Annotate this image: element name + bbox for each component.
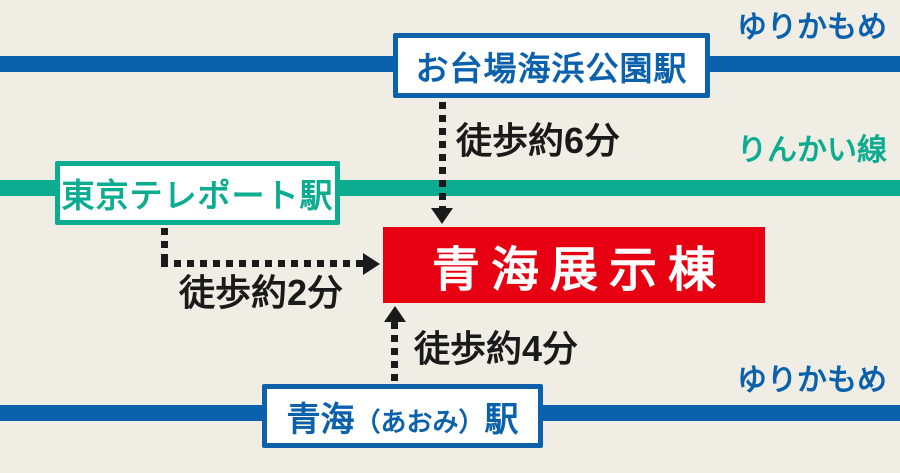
station-box-odaiba-kaihinkoen: お台場海浜公園駅 [393,33,710,98]
station-box-aomi: 青海（あおみ）駅 [262,384,543,448]
venue-box: 青海展示棟 [383,227,765,303]
walk-time-label-aomi: 徒歩約4分 [414,328,579,369]
arrowhead-up-icon [384,306,406,322]
station-name-aomi-suffix: 駅 [484,400,519,439]
walk-route-dotted-line-aomi [391,322,398,382]
walk-route-dotted-line-teleport-horizontal [161,260,363,267]
station-name-aomi-reading: （あおみ） [354,406,485,437]
venue-name: 青海展示棟 [431,244,727,297]
station-box-tokyo-teleport: 東京テレポート駅 [55,161,340,225]
arrowhead-down-icon [431,208,453,224]
walk-time-label-odaiba: 徒歩約6分 [456,120,621,161]
line-label-yurikamome-bottom: ゆりかもめ [737,364,887,397]
station-name-odaiba-kaihinkoen: お台場海浜公園駅 [415,49,688,87]
line-label-yurikamome-top: ゆりかもめ [737,11,887,44]
walk-route-dotted-line-odaiba [439,102,446,208]
walk-time-label-teleport: 徒歩約2分 [179,272,344,313]
station-name-aomi: 青海（あおみ）駅 [286,392,518,441]
station-name-tokyo-teleport: 東京テレポート駅 [61,177,334,214]
station-name-aomi-main: 青海 [286,400,355,439]
line-label-rinkai: りんかい線 [737,134,887,167]
arrowhead-right-icon [363,253,380,275]
walk-route-dotted-line-teleport-vertical [161,228,168,260]
